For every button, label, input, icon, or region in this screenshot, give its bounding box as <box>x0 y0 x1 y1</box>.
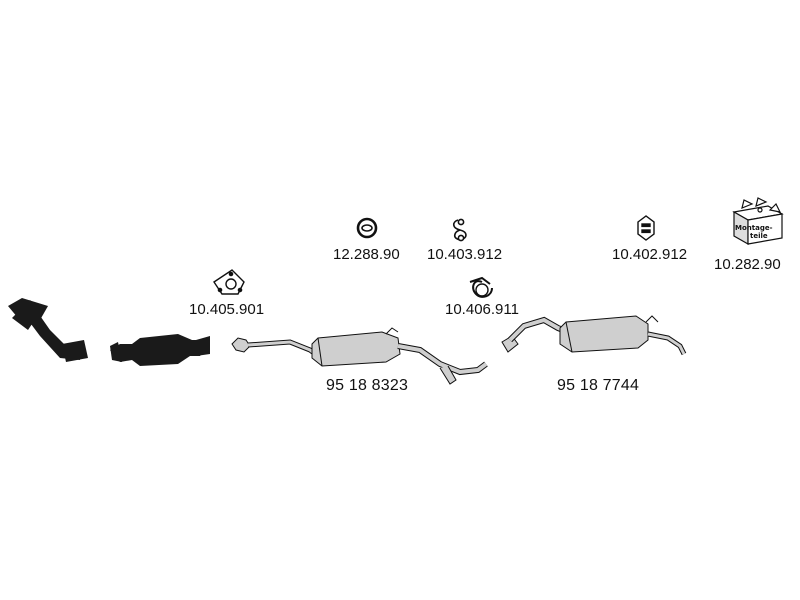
clamp-number: 10.406.911 <box>445 301 519 318</box>
mounting-kit-box-text-2: teile <box>750 232 768 240</box>
front-silencer-number: 95 18 8323 <box>326 377 409 394</box>
mounting-kit-box-icon[interactable] <box>732 197 784 246</box>
rear-silencer-number: 95 18 7744 <box>557 377 640 394</box>
triangle-gasket-number: 10.405.901 <box>189 301 265 318</box>
rubber-hanger-icon[interactable] <box>452 218 467 242</box>
rear-silencer-icon[interactable] <box>501 315 687 356</box>
mount-rubber-icon[interactable] <box>637 215 655 241</box>
mounting-kit-number: 10.282.90 <box>714 256 781 273</box>
catalytic-converter-icon[interactable] <box>110 334 210 366</box>
ring-gasket-number: 12.288.90 <box>333 246 400 263</box>
rubber-hanger-number: 10.403.912 <box>427 246 503 263</box>
mounting-kit-box-text-1: Montage- <box>735 224 773 232</box>
clamp-icon[interactable] <box>469 276 493 298</box>
triangle-gasket-icon[interactable] <box>213 269 245 295</box>
front-silencer-icon[interactable] <box>231 327 488 385</box>
downpipe-icon[interactable] <box>8 298 88 362</box>
mount-rubber-number: 10.402.912 <box>612 246 688 263</box>
ring-gasket-icon[interactable] <box>356 217 378 239</box>
